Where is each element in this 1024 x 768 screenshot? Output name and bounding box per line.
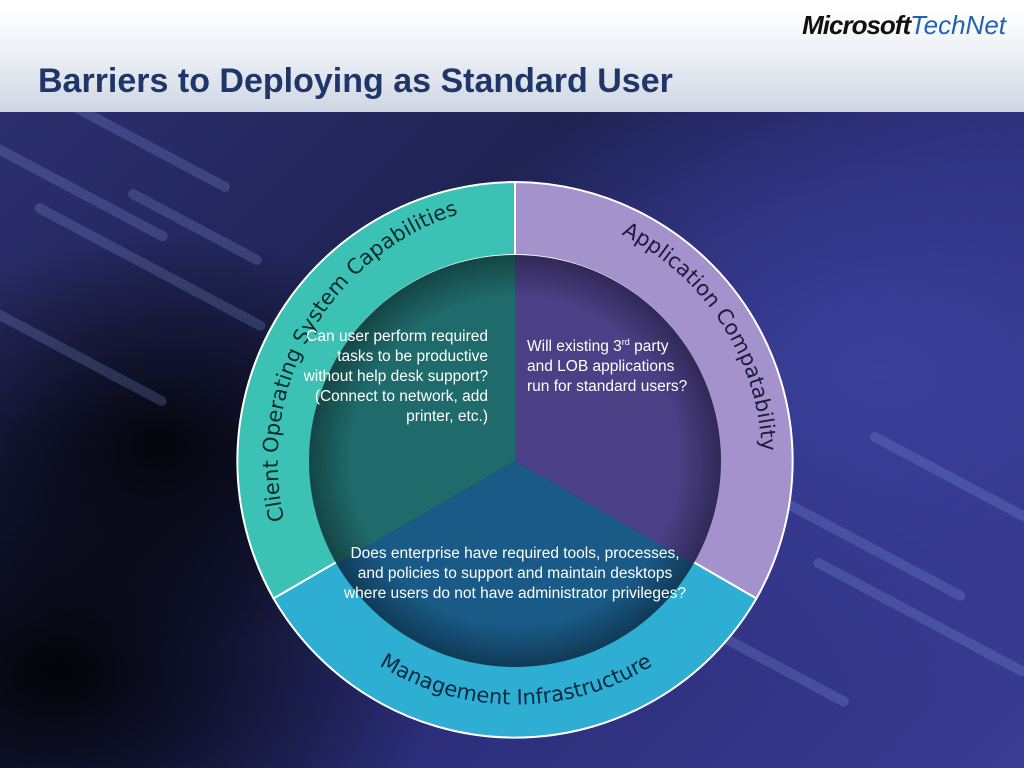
app-compat-text-end: party and LOB applications run for stand… [527, 338, 688, 395]
management-description: Does enterprise have required tools, pro… [343, 545, 687, 602]
slide-header: MicrosoftTechNet Barriers to Deploying a… [0, 0, 1024, 112]
logo-microsoft-text: Microsoft [802, 10, 911, 40]
app-compat-text-start: Will existing 3 [527, 338, 622, 355]
slide-title: Barriers to Deploying as Standard User [38, 62, 673, 100]
logo-technet-text: TechNet [910, 10, 1006, 40]
technet-logo: MicrosoftTechNet [802, 10, 1006, 41]
inner-shadow [309, 255, 721, 667]
app-compat-description: Will existing 3rd party and LOB applicat… [527, 337, 697, 397]
app-compat-superscript: rd [621, 336, 630, 347]
header-shine [0, 0, 1024, 40]
client-os-description: Can user perform required tasks to be pr… [303, 328, 488, 425]
